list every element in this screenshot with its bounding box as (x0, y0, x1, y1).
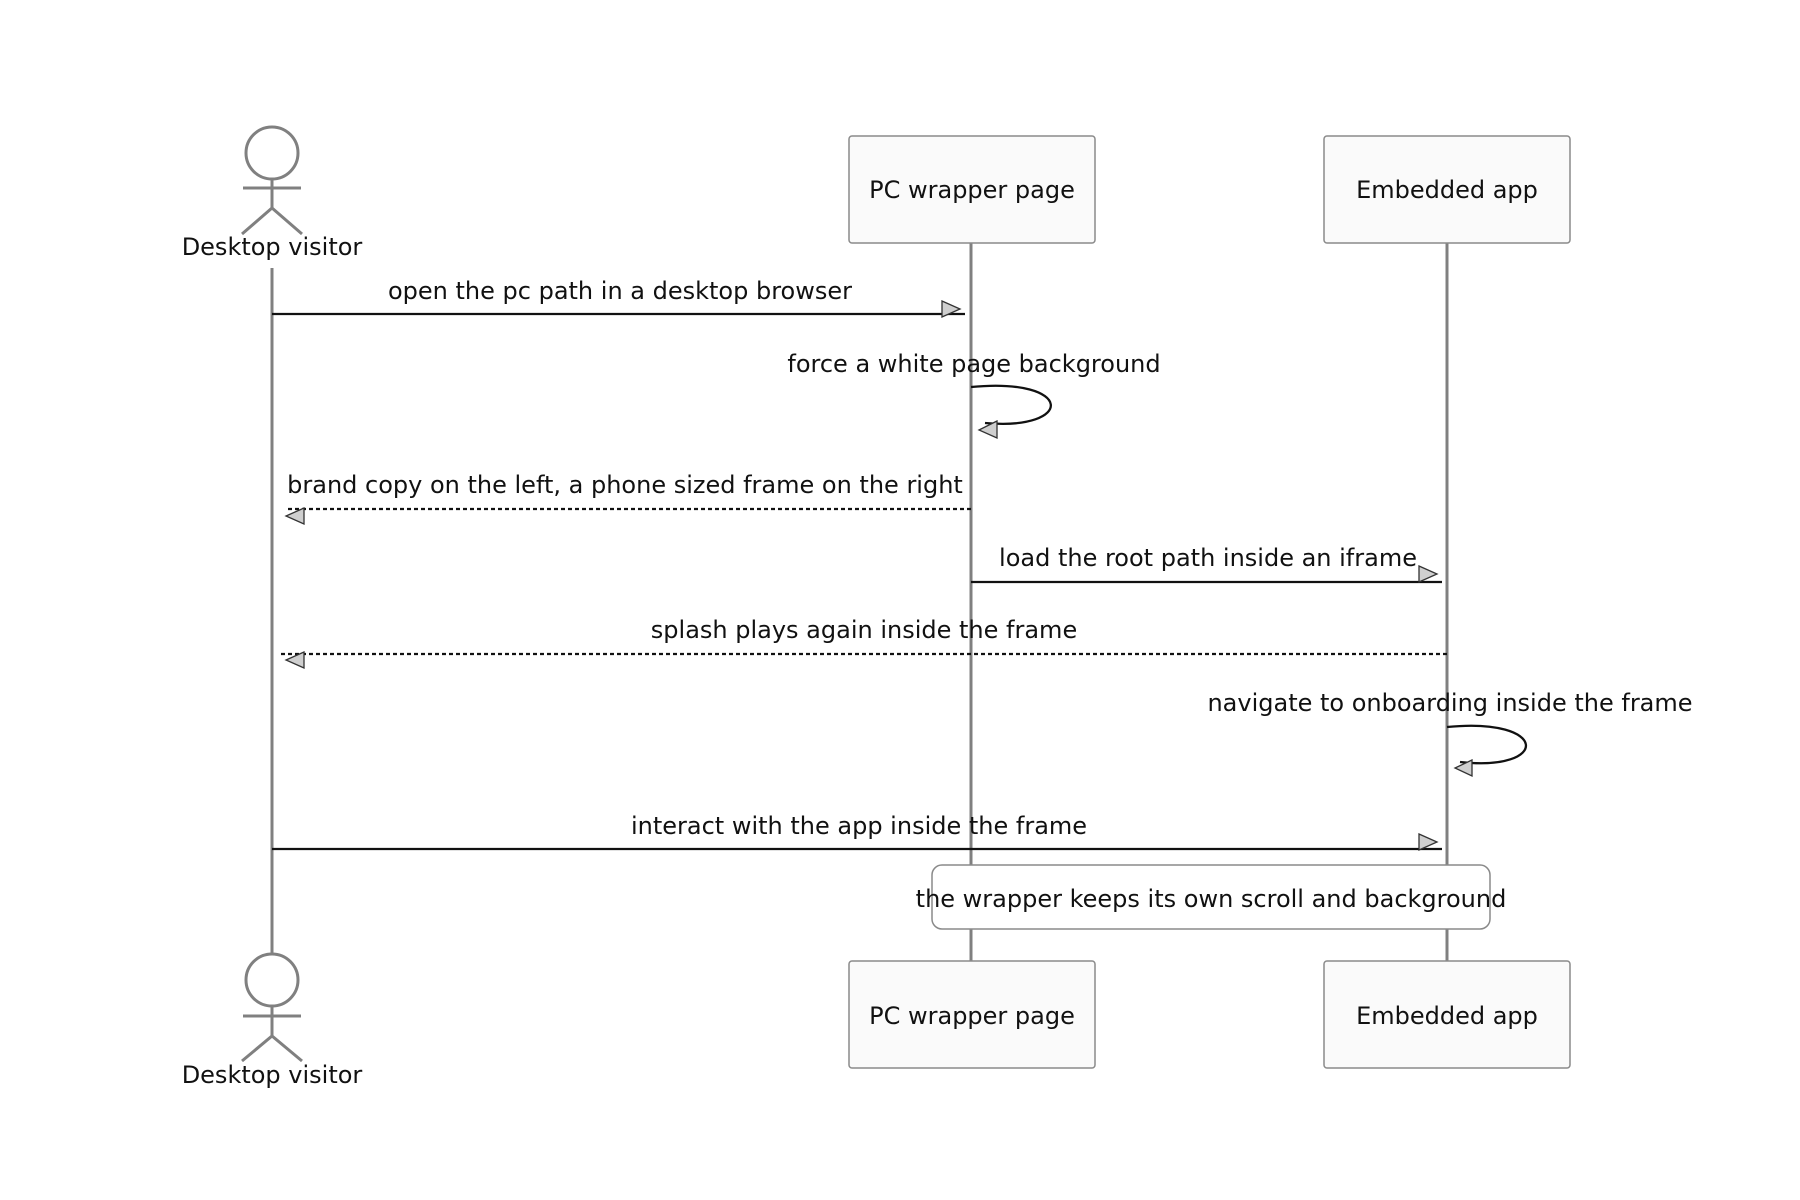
note-text: the wrapper keeps its own scroll and bac… (916, 885, 1507, 913)
participant-pc-wrapper-page-bottom: PC wrapper page (848, 960, 1096, 1069)
arrowhead-icon (1418, 564, 1439, 584)
actor-label-top: Desktop visitor (182, 233, 363, 261)
self-message-loop (970, 384, 1052, 425)
participant-embedded-app-top: Embedded app (1323, 135, 1571, 244)
participant-box (848, 135, 1096, 244)
message-label: interact with the app inside the frame (631, 812, 1087, 840)
message-interact-with-app: interact with the app inside the frame (272, 812, 1442, 852)
message-label: load the root path inside an iframe (999, 544, 1417, 572)
arrowhead-icon (977, 419, 998, 440)
participant-label: Embedded app (1356, 1002, 1538, 1030)
message-label: navigate to onboarding inside the frame (1207, 689, 1692, 717)
note-wrapper-scroll: the wrapper keeps its own scroll and bac… (916, 864, 1507, 930)
arrowhead-icon (284, 506, 305, 526)
actor-head-icon (244, 125, 300, 181)
message-label: open the pc path in a desktop browser (388, 277, 852, 305)
message-label: splash plays again inside the frame (651, 616, 1077, 644)
participant-embedded-app-bottom: Embedded app (1323, 960, 1571, 1069)
note-box (931, 864, 1491, 930)
participant-label: PC wrapper page (869, 176, 1075, 204)
participant-box (1323, 135, 1571, 244)
message-navigate-onboarding: navigate to onboarding inside the frame (1207, 689, 1693, 778)
message-label: force a white page background (787, 350, 1160, 378)
message-force-white-background: force a white page background (787, 350, 1161, 440)
participant-label: Embedded app (1356, 176, 1538, 204)
participant-box (848, 960, 1096, 1069)
actor-head-icon (244, 952, 300, 1008)
participant-label: PC wrapper page (869, 1002, 1075, 1030)
actor-legs (241, 1034, 303, 1063)
participant-box (1323, 960, 1571, 1069)
actor-desktop-visitor-bottom: Desktop visitor (182, 952, 363, 1089)
self-message-loop (1446, 724, 1528, 765)
actor-label-bottom: Desktop visitor (182, 1061, 363, 1089)
arrowhead-icon (1418, 832, 1439, 852)
message-label: brand copy on the left, a phone sized fr… (287, 471, 963, 499)
arrowhead-icon (1453, 758, 1473, 778)
arrowhead-icon (284, 650, 305, 670)
actor-legs (241, 206, 303, 236)
arrowhead-icon (941, 299, 962, 319)
message-load-root-path: load the root path inside an iframe (971, 544, 1442, 584)
message-brand-copy: brand copy on the left, a phone sized fr… (284, 471, 971, 526)
message-splash-plays: splash plays again inside the frame (279, 616, 1447, 670)
participant-pc-wrapper-page-top: PC wrapper page (848, 135, 1096, 244)
message-open-pc-path: open the pc path in a desktop browser (272, 277, 965, 319)
actor-desktop-visitor-top: Desktop visitor (182, 125, 363, 261)
